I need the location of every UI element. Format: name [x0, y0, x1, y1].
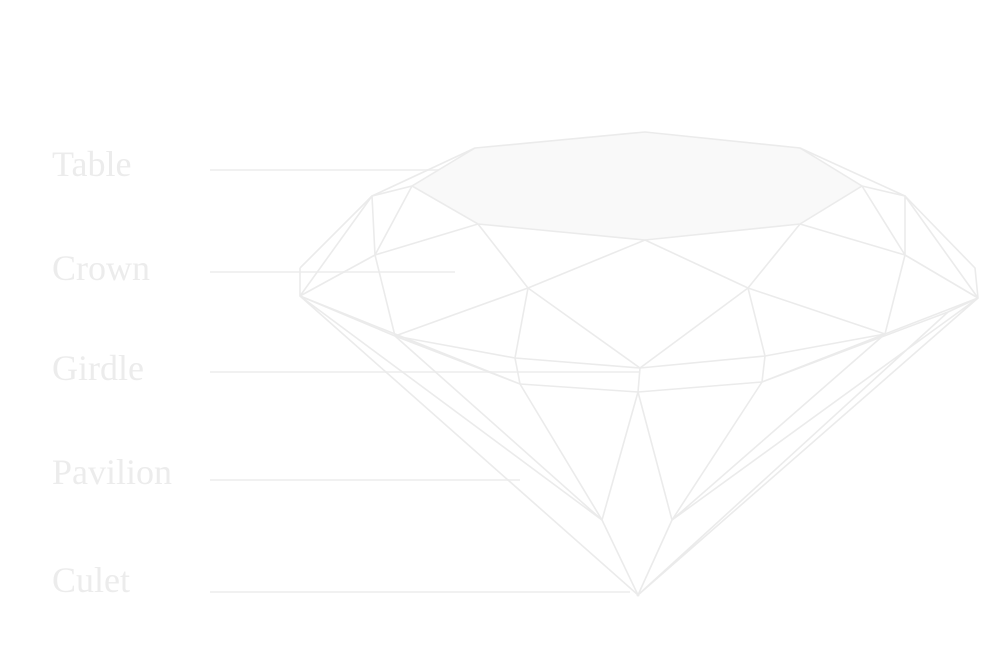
label-culet: Culet	[52, 560, 130, 600]
pavilion-facets	[299, 295, 979, 596]
table-facet	[410, 131, 864, 241]
label-table: Table	[52, 144, 131, 184]
crown-facets	[299, 185, 979, 369]
label-girdle: Girdle	[52, 348, 144, 388]
culet-point	[636, 593, 640, 597]
label-crown: Crown	[52, 248, 150, 288]
girdle-band	[299, 295, 949, 393]
crown-outline-left	[299, 268, 979, 369]
diamond-wireframe	[299, 131, 979, 597]
label-pavilion: Pavilion	[52, 452, 172, 492]
